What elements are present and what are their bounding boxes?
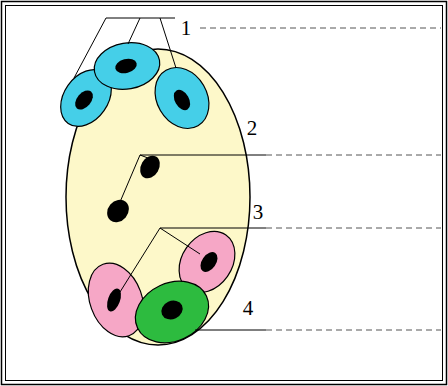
nucleus <box>72 87 97 113</box>
dashed-guides <box>200 28 441 330</box>
callout-number: 4 <box>243 298 254 319</box>
polar-nucleus <box>136 152 164 182</box>
inner-frame <box>6 6 443 381</box>
egg-apparatus <box>79 221 247 355</box>
leader-line <box>120 228 266 292</box>
callout-number: 2 <box>247 118 258 139</box>
dashed-guide <box>266 330 441 331</box>
nucleus <box>170 87 193 113</box>
antipodal-cell <box>144 58 219 138</box>
antipodal-cells <box>50 38 219 139</box>
nucleus <box>197 249 221 275</box>
egg-cell <box>125 270 218 355</box>
nucleus <box>114 56 139 75</box>
leader-line <box>195 330 266 331</box>
dashed-guide <box>200 28 441 29</box>
leader-line <box>120 155 266 202</box>
dashed-guide <box>266 228 441 229</box>
antipodal-cell <box>91 38 164 95</box>
dashed-guide <box>266 155 441 156</box>
polar-nucleus <box>103 195 134 226</box>
polar-nuclei <box>103 152 164 227</box>
callout-number: 1 <box>181 18 192 39</box>
leader-line <box>74 18 176 78</box>
callout-number: 3 <box>253 202 264 223</box>
leader-lines <box>74 18 266 330</box>
nucleus <box>158 297 186 323</box>
